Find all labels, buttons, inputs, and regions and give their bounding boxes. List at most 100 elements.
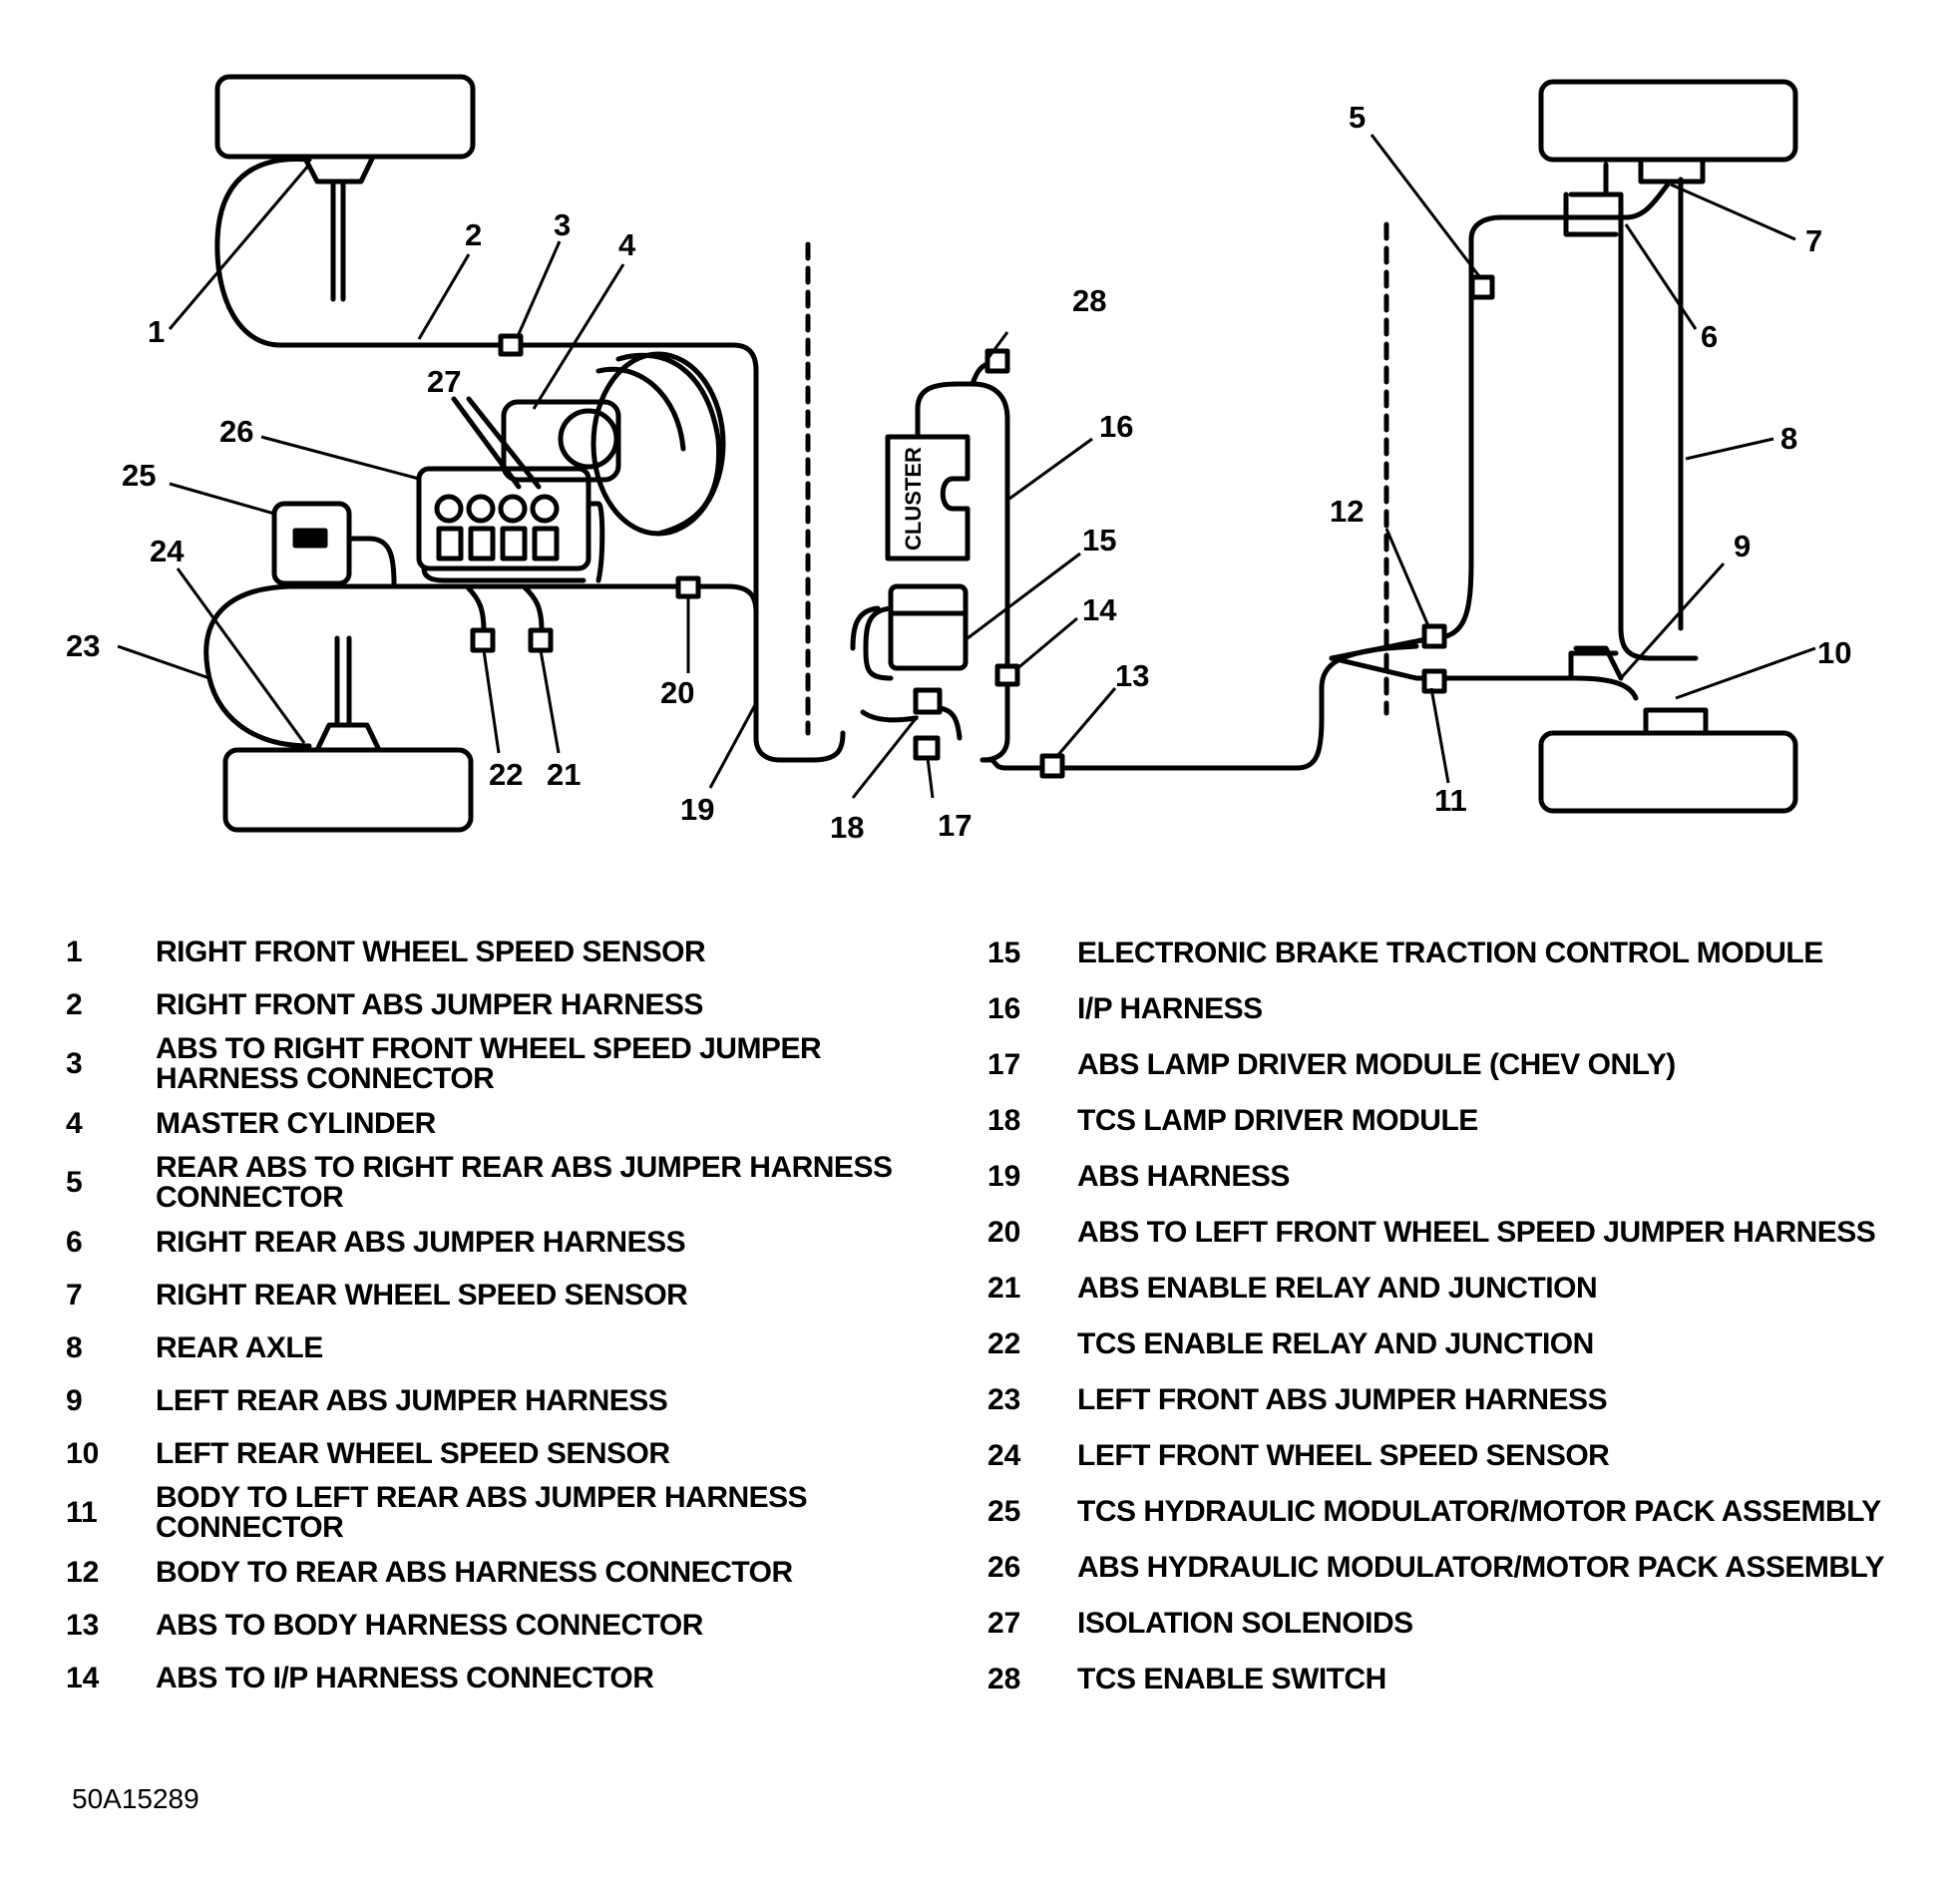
legend-item-label: BODY TO LEFT REAR ABS JUMPER HARNESS CON… (156, 1481, 808, 1544)
left-front-abs-jumper-harness (203, 583, 759, 749)
legend-item-label: ABS TO BODY HARNESS CONNECTOR (156, 1608, 703, 1642)
callout-8: 8 (1780, 421, 1797, 456)
legend-item-number: 16 (987, 992, 1021, 1025)
legend-item: 6 RIGHT REAR ABS JUMPER HARNESS (66, 1216, 964, 1269)
callout-9: 9 (1734, 529, 1751, 563)
legend-item-number: 26 (987, 1551, 1021, 1584)
legend-item-label: MASTER CYLINDER (156, 1106, 436, 1140)
ip-harness-connector (994, 663, 1020, 687)
legend-item: 10 LEFT REAR WHEEL SPEED SENSOR (66, 1427, 964, 1480)
legend-item-label: RIGHT REAR ABS JUMPER HARNESS (156, 1225, 686, 1259)
legend-item-label: TCS LAMP DRIVER MODULE (1077, 1104, 1478, 1137)
legend-item-number: 13 (66, 1608, 100, 1642)
lf-jumper-connector (675, 575, 701, 599)
callout-3: 3 (554, 207, 571, 242)
body-to-rear-connector (1421, 623, 1447, 649)
callout-24: 24 (150, 534, 185, 568)
callout-11: 11 (1434, 783, 1467, 818)
legend-item-number: 4 (66, 1106, 83, 1140)
legend-item-number: 5 (66, 1166, 83, 1199)
right-front-abs-jumper-harness (214, 156, 759, 601)
legend-item-number: 2 (66, 987, 83, 1021)
callout-25: 25 (122, 458, 156, 493)
legend-item-label: TCS HYDRAULIC MODULATOR/MOTOR PACK ASSEM… (1077, 1495, 1881, 1528)
legend-item-label: TCS ENABLE RELAY AND JUNCTION (1077, 1327, 1594, 1360)
callout-7: 7 (1805, 223, 1822, 258)
callout-4: 4 (618, 227, 636, 262)
right-rear-wheel (1538, 79, 1798, 163)
tcs-enable-switch (984, 348, 1010, 374)
legend-item-number: 7 (66, 1278, 83, 1312)
abs-enable-relay (528, 627, 554, 653)
rf-jumper-connector (498, 333, 524, 357)
left-front-wheel (222, 747, 474, 833)
legend-item-number: 28 (987, 1663, 1021, 1695)
callout-20: 20 (660, 675, 694, 710)
legend-item-label: LEFT REAR WHEEL SPEED SENSOR (156, 1436, 670, 1470)
legend-item: 13 ABS TO BODY HARNESS CONNECTOR (66, 1599, 964, 1652)
legend-item-label: RIGHT FRONT ABS JUMPER HARNESS (156, 987, 703, 1021)
legend-item-label: ABS HYDRAULIC MODULATOR/MOTOR PACK ASSEM… (1077, 1551, 1885, 1584)
cluster (885, 434, 971, 562)
legend-item-label: LEFT FRONT WHEEL SPEED SENSOR (1077, 1439, 1610, 1472)
legend-item-label: RIGHT FRONT WHEEL SPEED SENSOR (156, 935, 706, 968)
figure-id: 50A15289 (72, 1783, 199, 1814)
left-rear-jumper-connector (1421, 668, 1447, 694)
legend-item-number: 21 (987, 1272, 1021, 1305)
tcs-modulator (271, 501, 352, 586)
legend-item-label: ABS TO RIGHT FRONT WHEEL SPEED JUMPER HA… (156, 1032, 822, 1095)
left-rear-wheel (1538, 730, 1798, 814)
legend-item-label: LEFT FRONT ABS JUMPER HARNESS (1077, 1383, 1608, 1416)
legend-item-number: 24 (987, 1439, 1021, 1472)
callout-6: 6 (1701, 319, 1718, 354)
abs-tcs-component-diagram: 1 2 3 4 5 6 7 8 9 10 11 12 13 14 15 16 1… (66, 74, 1851, 845)
legend-item-label: REAR ABS TO RIGHT REAR ABS JUMPER HARNES… (156, 1151, 893, 1214)
callout-18: 18 (830, 810, 864, 845)
legend-item-number: 25 (987, 1495, 1021, 1528)
legend-item: 26 ABS HYDRAULIC MODULATOR/MOTOR PACK ASS… (987, 1540, 1945, 1596)
legend-item: 25 TCS HYDRAULIC MODULATOR/MOTOR PACK ASS… (987, 1484, 1945, 1540)
right-rear-jumper-connector (1469, 274, 1495, 300)
legend-item: 4 MASTER CYLINDER (66, 1097, 964, 1150)
abs-lamp-driver-module (913, 735, 941, 761)
legend-item-number: 11 (66, 1496, 98, 1529)
tcs-lamp-driver-module (913, 687, 943, 715)
legend-item-number: 19 (987, 1160, 1021, 1193)
legend-item-number: 27 (987, 1607, 1021, 1640)
legend-item: 2 RIGHT FRONT ABS JUMPER HARNESS (66, 978, 964, 1031)
ebtcm (888, 583, 969, 671)
legend-item-number: 15 (987, 937, 1021, 969)
body-harness-connector (1039, 753, 1065, 779)
callout-22: 22 (489, 757, 523, 792)
legend-item-number: 10 (66, 1436, 100, 1470)
legend-item-label: ABS LAMP DRIVER MODULE (CHEV ONLY) (1077, 1048, 1676, 1081)
legend-item-label: TCS ENABLE SWITCH (1077, 1663, 1386, 1695)
callout-16: 16 (1099, 409, 1133, 444)
callout-27: 27 (427, 364, 461, 399)
rear-abs-harness (1329, 214, 1564, 661)
legend-item-label: ABS HARNESS (1077, 1160, 1290, 1193)
right-rear-abs-jumper-harness (1558, 182, 1671, 220)
callout-21: 21 (547, 757, 581, 792)
legend-item-number: 6 (66, 1225, 83, 1259)
abs-harness (753, 595, 846, 763)
callout-2: 2 (465, 217, 482, 252)
callout-19: 19 (680, 792, 714, 827)
callout-14: 14 (1082, 592, 1117, 627)
right-front-knuckle (301, 154, 376, 185)
legend-item: 5 REAR ABS TO RIGHT REAR ABS JUMPER HARNE… (66, 1150, 964, 1216)
legend-item-label: LEFT REAR ABS JUMPER HARNESS (156, 1383, 668, 1417)
callout-28: 28 (1072, 283, 1106, 318)
legend-item-label: ABS TO I/P HARNESS CONNECTOR (156, 1661, 654, 1694)
legend-item-label: I/P HARNESS (1077, 992, 1263, 1025)
